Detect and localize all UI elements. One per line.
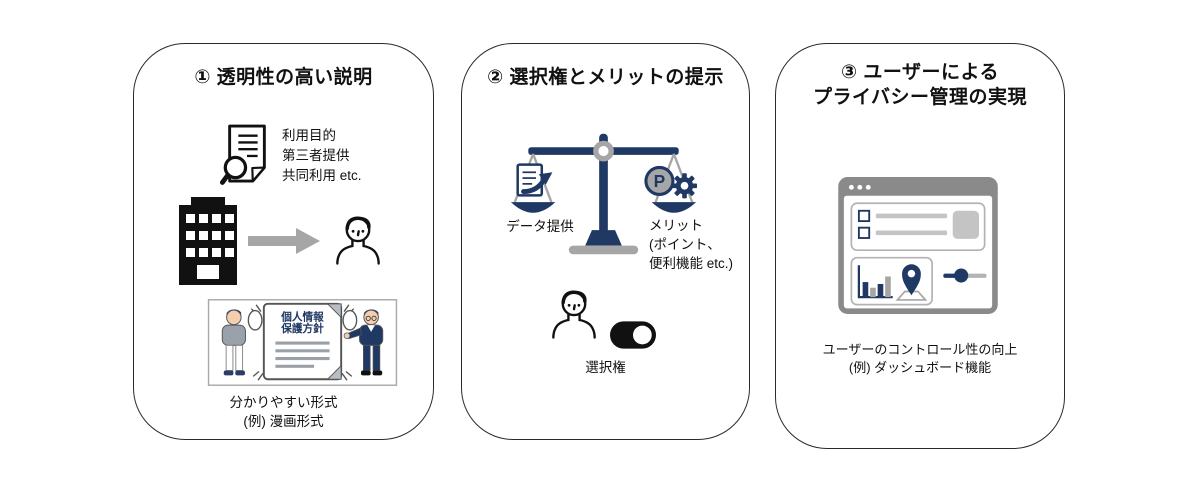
gear-icon	[671, 173, 698, 199]
purpose-text: 利用目的 第三者提供 共同利用 etc.	[282, 126, 362, 186]
policy-doc-title-line2: 保護方針	[280, 322, 324, 335]
panel3-caption: ユーザーのコントロール性の向上 (例) ダッシュボード機能	[776, 341, 1064, 377]
manga-person-casual	[221, 309, 246, 376]
panel-user-privacy-management: ③ ユーザーによる プライバシー管理の実現	[775, 43, 1065, 449]
merit-line3: 便利機能 etc.)	[649, 256, 734, 271]
scale-left-pan	[510, 202, 556, 213]
building-icon	[176, 197, 240, 285]
checkbox-icon	[857, 226, 871, 239]
manga-illustration: 個人情報 保護方針	[206, 299, 399, 386]
manga-person-suit	[343, 309, 384, 376]
scale-right-pan	[651, 202, 697, 213]
toggle-on-icon	[610, 321, 656, 349]
button-placeholder	[952, 210, 979, 239]
panel3-title-line2: プライバシー管理の実現	[812, 87, 1028, 108]
policy-doc-title-line1: 個人情報	[280, 310, 324, 323]
slider-icon	[943, 268, 987, 283]
panel1-title: ① 透明性の高い説明	[194, 67, 373, 88]
purpose-line: 第三者提供	[282, 148, 350, 163]
person-icon	[330, 206, 386, 272]
balance-scale-icon: P	[506, 126, 701, 261]
merit-line2: (ポイント、	[649, 237, 721, 252]
speech-bubble-right	[342, 309, 358, 331]
panel1-caption-line1: 分かりやすい形式	[229, 395, 338, 410]
location-pin-icon	[895, 264, 928, 301]
scale-right-label: メリット (ポイント、 便利機能 etc.)	[649, 216, 733, 273]
panel3-title-line1: ③ ユーザーによる	[841, 62, 999, 83]
merit-line1: メリット	[649, 218, 703, 233]
scale-left-label: データ提供	[506, 219, 574, 234]
panel1-caption-line2: (例) 漫画形式	[243, 414, 324, 429]
point-coin-icon: P	[644, 165, 675, 197]
panel1-caption: 分かりやすい形式 (例) 漫画形式	[134, 393, 433, 431]
settings-card	[850, 202, 986, 252]
panel-choice-and-merit: ② 選択権とメリットの提示	[461, 43, 750, 440]
panel3-caption-line1: ユーザーのコントロール性の向上	[822, 342, 1018, 357]
dashboard-window-icon	[838, 177, 998, 314]
coin-letter: P	[654, 171, 666, 191]
magnifier-document-icon	[220, 123, 274, 187]
panel-transparent-explanation: ① 透明性の高い説明 利用目的 第三者提供 共同利用 etc.	[133, 43, 434, 440]
policy-document	[262, 302, 343, 381]
person-icon	[546, 280, 602, 346]
purpose-line: 共同利用 etc.	[282, 168, 362, 183]
right-arrow-icon	[248, 228, 320, 254]
panel3-caption-line2: (例) ダッシュボード機能	[848, 360, 992, 375]
data-document-icon	[516, 163, 553, 197]
checkbox-icon	[857, 209, 871, 223]
purpose-line: 利用目的	[282, 128, 336, 143]
speech-bubble-left	[247, 309, 263, 331]
panel2-title: ② 選択権とメリットの提示	[487, 67, 724, 88]
panel3-title: ③ ユーザーによる プライバシー管理の実現	[776, 60, 1064, 110]
choice-label: 選択権	[585, 360, 626, 375]
analytics-card	[850, 256, 933, 306]
bar-chart-icon	[857, 265, 893, 299]
